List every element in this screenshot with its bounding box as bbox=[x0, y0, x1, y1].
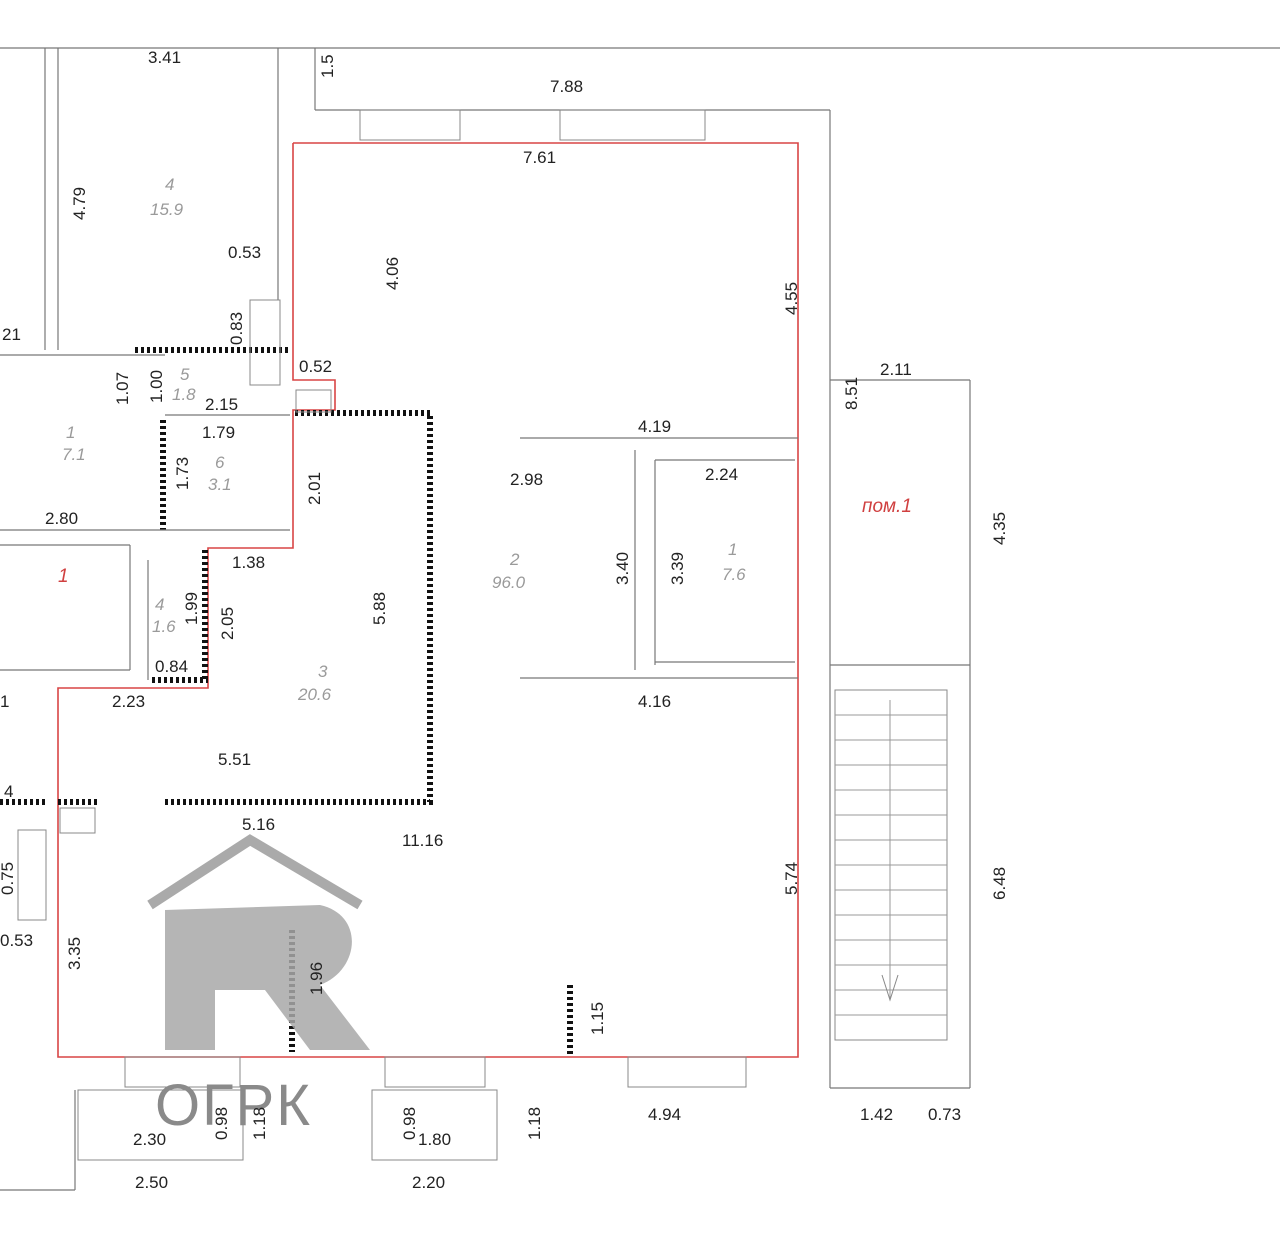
dim-6-48: 6.48 bbox=[990, 867, 1009, 900]
dim-0-52: 0.52 bbox=[299, 357, 332, 376]
dim-1-15: 1.15 bbox=[588, 1002, 607, 1035]
dim-1-79: 1.79 bbox=[202, 423, 235, 442]
stair-direction-arrow bbox=[881, 974, 899, 1002]
toilet-fixture bbox=[59, 807, 96, 834]
balcony-2 bbox=[371, 1089, 498, 1161]
dim-7-88: 7.88 bbox=[550, 77, 583, 96]
dim-5-16: 5.16 bbox=[242, 815, 275, 834]
room-6-area: 3.1 bbox=[208, 475, 232, 494]
dim-2-20: 2.20 bbox=[412, 1173, 445, 1192]
dim-1-99: 1.99 bbox=[182, 592, 201, 625]
dim-1-38: 1.38 bbox=[232, 553, 265, 572]
dim-0-98-a: 0.98 bbox=[212, 1107, 231, 1140]
dim-1-18-b: 1.18 bbox=[525, 1107, 544, 1140]
dim-1-80: 1.80 bbox=[418, 1130, 451, 1149]
dim-1-73: 1.73 bbox=[173, 457, 192, 490]
dim-2-01: 2.01 bbox=[305, 472, 324, 505]
bath-fixture-2 bbox=[17, 829, 47, 921]
room-1b-number: 1 bbox=[728, 540, 737, 559]
dim-0-75: 0.75 bbox=[0, 862, 17, 895]
dim-4-94: 4.94 bbox=[648, 1105, 681, 1124]
dim-1-07: 1.07 bbox=[113, 372, 132, 405]
dim-4-19: 4.19 bbox=[638, 417, 671, 436]
dim-1-18-a: 1.18 bbox=[250, 1107, 269, 1140]
dim-3-41: 3.41 bbox=[148, 48, 181, 67]
dim-2-24: 2.24 bbox=[705, 465, 738, 484]
window-bottom-1 bbox=[124, 1056, 241, 1088]
room-6-number: 6 bbox=[215, 453, 225, 472]
dim-1-5: 1.5 bbox=[318, 54, 337, 78]
dim-1-left: 1 bbox=[0, 692, 9, 711]
dim-3-35: 3.35 bbox=[65, 937, 84, 970]
dim-21: 21 bbox=[2, 325, 21, 344]
balcony-1 bbox=[77, 1089, 244, 1161]
dim-4-55: 4.55 bbox=[782, 282, 801, 315]
dim-0-98-b: 0.98 bbox=[400, 1107, 419, 1140]
dim-1-42: 1.42 bbox=[860, 1105, 893, 1124]
dim-2-98: 2.98 bbox=[510, 470, 543, 489]
room-3-area: 20.6 bbox=[297, 685, 332, 704]
dim-4-79: 4.79 bbox=[70, 187, 89, 220]
room-4b-area: 1.6 bbox=[152, 617, 176, 636]
room-1-number: 1 bbox=[66, 423, 75, 442]
dim-4-06: 4.06 bbox=[383, 257, 402, 290]
room-2-area: 96.0 bbox=[492, 573, 526, 592]
room-4b-number: 4 bbox=[155, 595, 164, 614]
logo-roof-icon bbox=[147, 834, 363, 910]
room-1b-area: 7.6 bbox=[722, 565, 746, 584]
room-5-number: 5 bbox=[180, 365, 190, 384]
dim-5-88: 5.88 bbox=[370, 592, 389, 625]
window-bottom-2 bbox=[384, 1056, 486, 1088]
room-1-area: 7.1 bbox=[62, 445, 86, 464]
dim-4-left: 4 bbox=[4, 782, 13, 801]
dim-3-40: 3.40 bbox=[613, 552, 632, 585]
ogrk-logo: ОГРК bbox=[147, 834, 370, 1138]
dim-2-30: 2.30 bbox=[133, 1130, 166, 1149]
dim-5-74: 5.74 bbox=[782, 862, 801, 895]
toilet-fixture-2 bbox=[295, 389, 332, 413]
logo-text: ОГРК bbox=[155, 1073, 312, 1138]
room-4-area: 15.9 bbox=[150, 200, 184, 219]
dim-4-16: 4.16 bbox=[638, 692, 671, 711]
dim-0-84: 0.84 bbox=[155, 657, 188, 676]
dim-2-11: 2.11 bbox=[880, 360, 912, 379]
dim-8-51: 8.51 bbox=[842, 377, 861, 410]
logo-r-icon bbox=[165, 905, 370, 1050]
window-top-2 bbox=[559, 109, 706, 141]
dim-2-50: 2.50 bbox=[135, 1173, 168, 1192]
window-top-1 bbox=[359, 109, 461, 141]
dim-7-61: 7.61 bbox=[523, 148, 556, 167]
dim-2-15: 2.15 bbox=[205, 395, 238, 414]
dim-3-39: 3.39 bbox=[668, 552, 687, 585]
premises-outline bbox=[57, 142, 799, 1058]
dim-2-23: 2.23 bbox=[112, 692, 145, 711]
room-3-number: 3 bbox=[318, 662, 328, 681]
dim-2-80: 2.80 bbox=[45, 509, 78, 528]
premises-label: пом.1 bbox=[862, 496, 912, 517]
dim-0-53-bottom: 0.53 bbox=[0, 931, 33, 950]
dim-2-05: 2.05 bbox=[218, 607, 237, 640]
room-1-red-number: 1 bbox=[58, 566, 69, 587]
window-bottom-3 bbox=[627, 1056, 747, 1088]
dim-11-16: 11.16 bbox=[402, 831, 443, 850]
dim-0-83: 0.83 bbox=[227, 312, 246, 345]
stair-steps bbox=[835, 700, 947, 1016]
dim-0-73: 0.73 bbox=[928, 1105, 961, 1124]
dim-1-96: 1.96 bbox=[307, 962, 326, 995]
room-5-area: 1.8 bbox=[172, 385, 196, 404]
hatched-wall-room3 bbox=[165, 410, 433, 805]
dim-5-51: 5.51 bbox=[218, 750, 251, 769]
bath-fixture-1 bbox=[249, 299, 281, 386]
dim-1-00: 1.00 bbox=[147, 370, 166, 403]
dim-4-35: 4.35 bbox=[990, 512, 1009, 545]
room-2-number: 2 bbox=[509, 550, 520, 569]
room-4-number: 4 bbox=[165, 175, 174, 194]
dim-0-53-top: 0.53 bbox=[228, 243, 261, 262]
